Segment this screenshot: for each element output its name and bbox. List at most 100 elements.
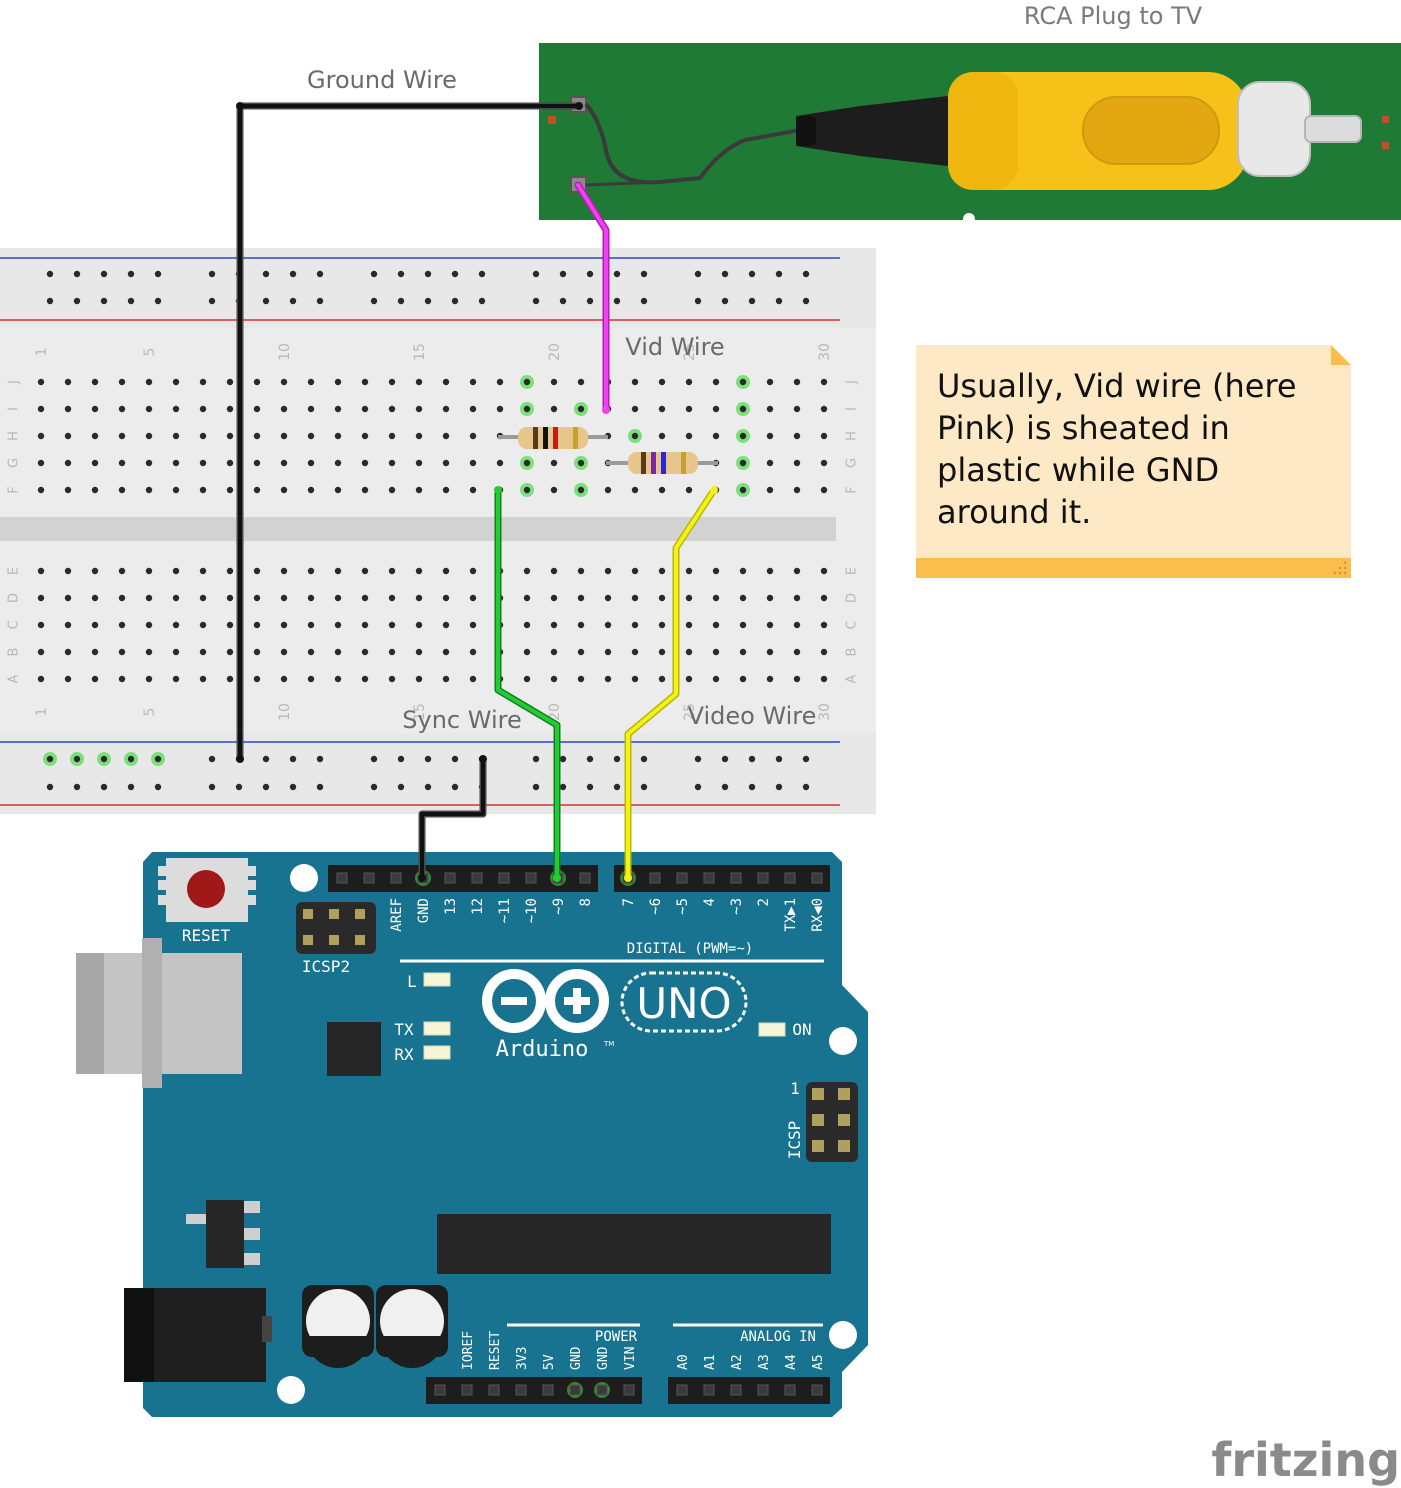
pin-label: 3V3: [515, 1347, 530, 1370]
bb-hole: [145, 405, 153, 413]
bb-hole: [307, 378, 315, 386]
rail-hole: [100, 297, 108, 305]
bb-hole: [226, 621, 234, 629]
bb-hole: [442, 378, 450, 386]
bb-hole: [307, 621, 315, 629]
bb-hole: [415, 675, 423, 683]
wire-end: [624, 874, 632, 882]
rail-hole: [208, 297, 216, 305]
bb-hole: [469, 594, 477, 602]
bb-hole: [415, 594, 423, 602]
header-pin: [579, 872, 591, 884]
wire-end: [418, 874, 426, 882]
bb-hole: [334, 621, 342, 629]
bb-hole: [199, 621, 207, 629]
column-number: 15: [412, 703, 428, 721]
bb-hole: [577, 459, 585, 467]
row-letter: D: [7, 593, 22, 603]
bb-hole: [415, 405, 423, 413]
bb-hole: [415, 621, 423, 629]
wire-end: [710, 486, 718, 494]
column-number: 30: [817, 703, 833, 721]
bb-hole: [118, 378, 126, 386]
column-number: 20: [547, 703, 563, 721]
rail-hole: [100, 270, 108, 278]
bb-hole: [415, 567, 423, 575]
bb-hole: [307, 405, 315, 413]
bb-hole: [118, 486, 126, 494]
bb-hole: [712, 648, 720, 656]
bb-hole: [820, 459, 828, 467]
bb-hole: [469, 432, 477, 440]
bb-hole: [226, 567, 234, 575]
rail-hole: [748, 755, 756, 763]
row-letter: G: [845, 458, 860, 468]
bb-hole: [712, 675, 720, 683]
reset-label: RESET: [182, 926, 231, 945]
bb-hole: [820, 648, 828, 656]
row-letter: F: [7, 486, 22, 493]
bb-hole: [631, 594, 639, 602]
bb-hole: [118, 621, 126, 629]
bb-hole: [739, 621, 747, 629]
arduino-uno: [76, 852, 868, 1417]
bb-hole: [334, 378, 342, 386]
bb-hole: [523, 594, 531, 602]
bb-hole: [91, 405, 99, 413]
bb-hole: [604, 648, 612, 656]
note-line-2: Pink) is sheated in: [937, 409, 1230, 447]
bb-hole: [388, 594, 396, 602]
rail-hole: [478, 270, 486, 278]
bb-hole: [91, 459, 99, 467]
note-line-1: Usually, Vid wire (here: [937, 367, 1297, 405]
bb-hole: [523, 567, 531, 575]
header-pin: [757, 1384, 769, 1396]
bb-hole: [793, 621, 801, 629]
rail-hole: [424, 755, 432, 763]
bb-hole: [64, 594, 72, 602]
rail-hole: [640, 270, 648, 278]
rail-hole: [802, 783, 810, 791]
bb-hole: [37, 432, 45, 440]
bb-hole: [226, 459, 234, 467]
bb-hole: [577, 648, 585, 656]
icsp-label: ICSP: [785, 1121, 804, 1160]
bb-hole: [37, 594, 45, 602]
rail-hole: [694, 783, 702, 791]
resistor-1: [498, 427, 608, 449]
rail-hole: [694, 270, 702, 278]
bb-hole: [604, 621, 612, 629]
note: Usually, Vid wire (here Pink) is sheated…: [916, 345, 1351, 578]
bb-hole: [577, 486, 585, 494]
rail-hole: [478, 297, 486, 305]
header-pin: [515, 1384, 527, 1396]
bb-hole: [631, 648, 639, 656]
bb-hole: [523, 459, 531, 467]
header-pin: [730, 872, 742, 884]
note-line-4: around it.: [937, 493, 1091, 531]
bb-hole: [253, 432, 261, 440]
bb-hole: [604, 675, 612, 683]
bb-hole: [442, 594, 450, 602]
bb-hole: [469, 567, 477, 575]
rail-hole: [721, 783, 729, 791]
pin-label: GND: [416, 898, 432, 923]
bb-hole: [658, 486, 666, 494]
bb-hole: [793, 486, 801, 494]
bb-hole: [820, 567, 828, 575]
header-pin: [471, 872, 483, 884]
bb-hole: [253, 675, 261, 683]
bb-hole: [37, 675, 45, 683]
bb-hole: [91, 621, 99, 629]
bb-hole: [361, 567, 369, 575]
bb-hole: [604, 486, 612, 494]
rail-hole: [802, 297, 810, 305]
rail-hole: [424, 783, 432, 791]
bb-hole: [334, 594, 342, 602]
row-letter: A: [845, 674, 860, 683]
header-pin: [811, 1384, 823, 1396]
wire-end: [553, 874, 561, 882]
bb-hole: [523, 621, 531, 629]
bb-hole: [64, 459, 72, 467]
